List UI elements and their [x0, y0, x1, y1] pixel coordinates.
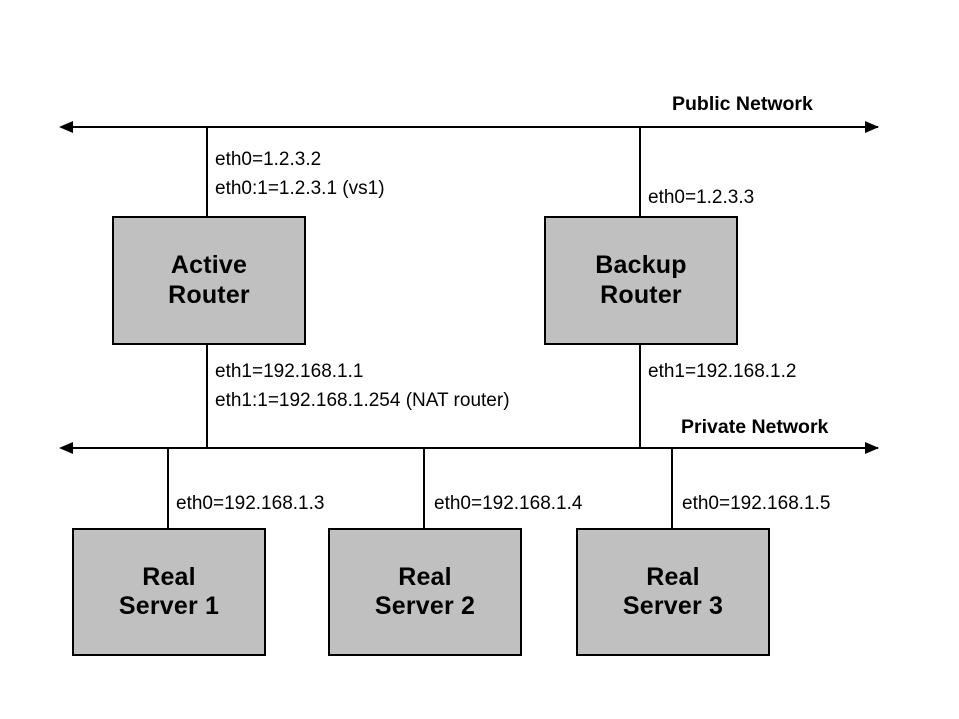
active-router-label-line2: Router — [168, 280, 250, 309]
real-server-3-interface-label: eth0=192.168.1.5 — [682, 493, 831, 514]
backup-router-box[interactable]: Backup Router — [544, 216, 738, 345]
private-network-label: Private Network — [681, 416, 829, 438]
real-server-2-box[interactable]: Real Server 2 — [328, 528, 522, 656]
real-server-1-interface-label: eth0=192.168.1.3 — [176, 493, 325, 514]
real-server-2-label-line2: Server 2 — [374, 592, 476, 620]
real-server-2-label-line1: Real — [398, 562, 452, 591]
backup-router-public-interfaces: eth0=1.2.3.3 — [648, 187, 755, 208]
backup-router-label-line1: Backup — [595, 251, 687, 279]
active-router-label-line1: Active — [170, 251, 248, 279]
real-server-3-label-line1: Real — [646, 562, 700, 591]
active-router-private-interfaces: eth1=192.168.1.1 eth1:1=192.168.1.254 (N… — [215, 361, 510, 411]
real-server-3-label-line2: Server 3 — [622, 592, 724, 620]
public-network-label: Public Network — [672, 93, 813, 115]
backup-router-private-interfaces: eth1=192.168.1.2 — [648, 361, 797, 382]
real-server-2-interface-label: eth0=192.168.1.4 — [434, 493, 583, 514]
real-server-1-label-line2: Server 1 — [118, 592, 220, 620]
real-server-1-label-line1: Real — [142, 562, 196, 591]
backup-router-label-line2: Router — [600, 280, 682, 309]
active-router-public-interfaces: eth0=1.2.3.2 eth0:1=1.2.3.1 (vs1) — [215, 149, 385, 199]
active-router-box[interactable]: Active Router — [112, 216, 306, 345]
real-server-3-box[interactable]: Real Server 3 — [576, 528, 770, 656]
real-server-1-box[interactable]: Real Server 1 — [72, 528, 266, 656]
